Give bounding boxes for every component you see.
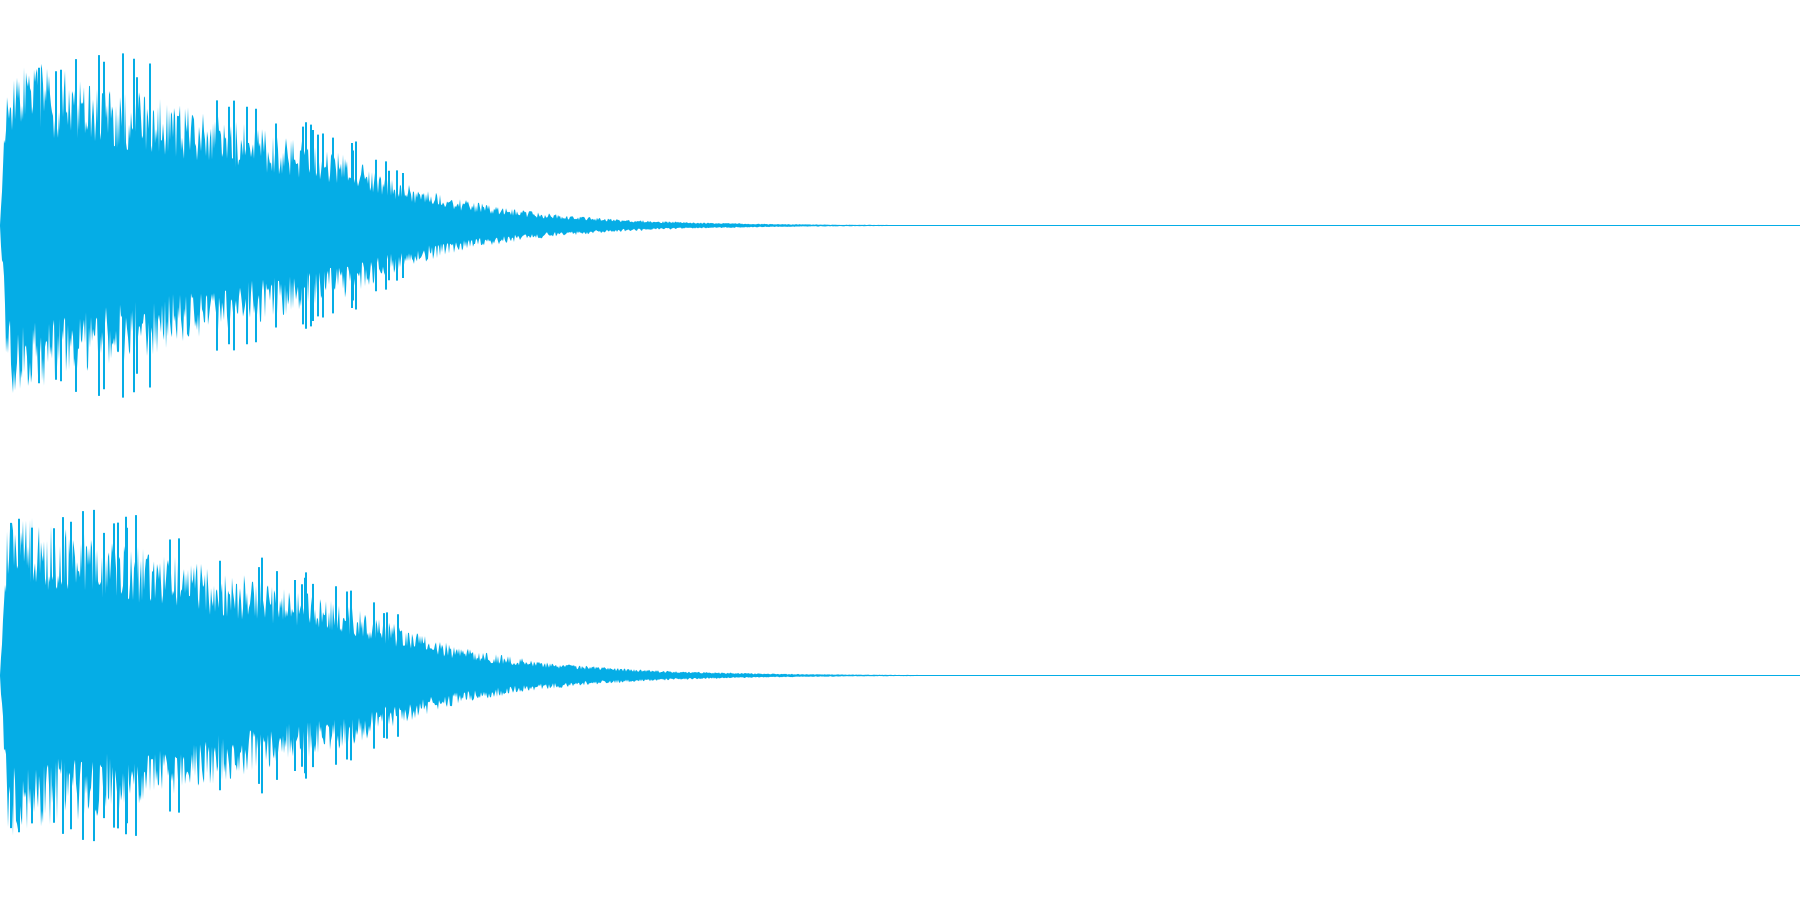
right-channel-waveform-svg	[0, 509, 1800, 842]
right-channel-waveform-spikes	[10, 509, 399, 842]
left-channel-waveform-svg	[0, 53, 1800, 398]
right-channel-waveform-shape	[0, 517, 1044, 836]
left-channel-waveform-shape	[0, 63, 1008, 394]
right-channel-waveform[interactable]	[0, 450, 1800, 900]
left-channel-waveform[interactable]	[0, 0, 1800, 450]
left-channel-waveform-spikes	[38, 53, 404, 398]
